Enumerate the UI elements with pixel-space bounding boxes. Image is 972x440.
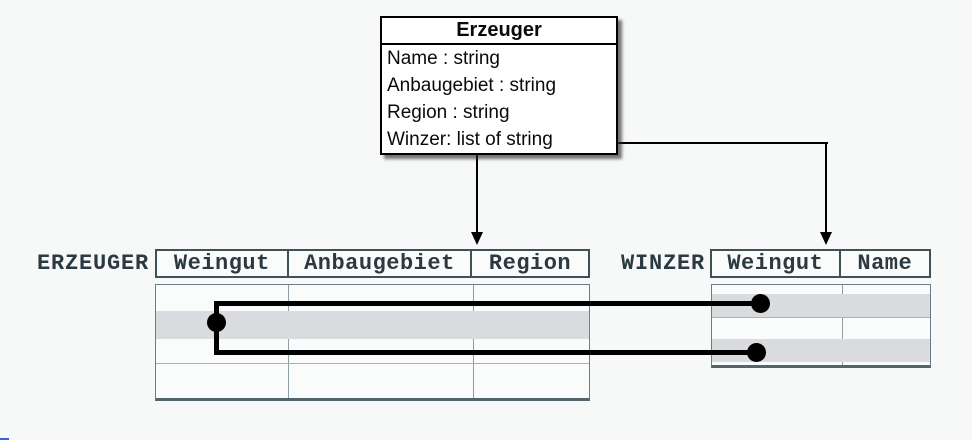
class-to-erzeuger-arrow-line	[476, 155, 478, 233]
arrowhead-down-icon	[820, 232, 832, 245]
class-attribute-name: Name : string	[387, 48, 500, 69]
arrowhead-down-icon	[471, 232, 483, 245]
row-link-bottom-line	[214, 350, 758, 355]
row-link-top-line	[214, 301, 762, 306]
winzer-table-header: Weingut Name	[710, 249, 931, 278]
class-attribute-anbaugebiet: Anbaugebiet : string	[387, 75, 557, 96]
erzeuger-highlighted-row	[156, 311, 589, 339]
winzer-col-name: Name	[857, 251, 913, 276]
erzeuger-table-label: ERZEUGER	[37, 251, 150, 276]
class-attribute-region: Region : string	[387, 102, 510, 123]
link-dot-icon	[747, 343, 766, 362]
winzer-table-body	[711, 284, 931, 368]
erzeuger-col-weingut: Weingut	[157, 251, 289, 276]
class-attribute-winzer: Winzer: list of string	[387, 129, 553, 150]
row-divider	[156, 363, 589, 364]
row-divider	[712, 317, 930, 318]
column-divider	[288, 285, 289, 398]
erzeuger-class-box: Erzeuger Name : string Anbaugebiet : str…	[380, 16, 618, 155]
class-title: Erzeuger	[382, 18, 616, 45]
corner-accent	[0, 438, 9, 440]
column-divider	[473, 285, 474, 398]
winzer-col-weingut: Weingut	[712, 251, 841, 276]
link-dot-icon	[751, 294, 770, 313]
winzer-ref-vertical-line	[825, 142, 827, 233]
erzeuger-col-anbaugebiet: Anbaugebiet	[289, 251, 473, 276]
winzer-table-label: WINZER	[621, 251, 706, 276]
class-attribute-list: Name : string Anbaugebiet : string Regio…	[382, 45, 616, 153]
erzeuger-table-header: Weingut Anbaugebiet Region	[155, 249, 590, 278]
erzeuger-col-region: Region	[488, 251, 572, 276]
column-divider	[842, 285, 843, 365]
winzer-ref-horizontal-line	[602, 142, 828, 144]
winzer-highlighted-row-2	[712, 339, 930, 362]
link-dot-icon	[207, 313, 226, 332]
